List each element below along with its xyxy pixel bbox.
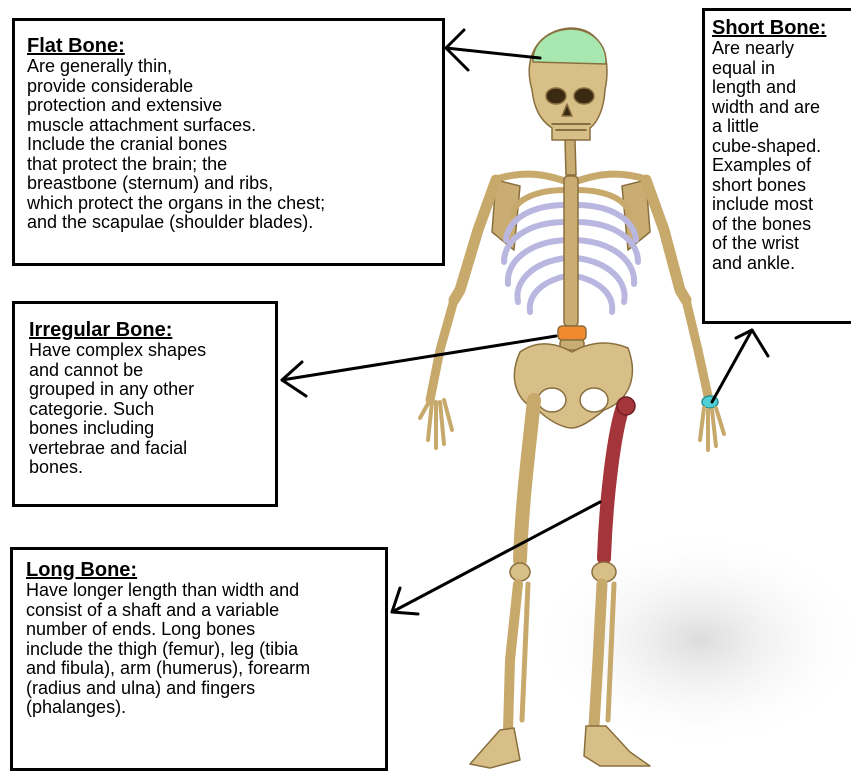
flat-bone-description: Are generally thin, provide considerable… — [27, 57, 442, 233]
left-leg — [470, 400, 534, 768]
short-bone-description: Are nearly equal in length and width and… — [712, 39, 851, 273]
left-foot — [470, 728, 520, 768]
short-bone-arrow — [712, 330, 768, 402]
long-bone-title: Long Bone: — [26, 559, 385, 581]
lumbar-vertebra-highlight — [558, 326, 586, 340]
long-bone-description: Have longer length than width and consis… — [26, 581, 385, 718]
irregular-bone-description: Have complex shapes and cannot be groupe… — [29, 341, 275, 478]
cervical-spine — [565, 140, 576, 175]
long-bone-label: Long Bone: Have longer length than width… — [10, 547, 388, 771]
skull — [529, 28, 607, 140]
short-bone-title: Short Bone: — [712, 17, 851, 39]
floor-shadow — [530, 530, 851, 750]
cranium-highlight — [533, 29, 606, 64]
femur-highlight — [604, 404, 624, 558]
flat-bone-arrow — [446, 30, 540, 70]
short-bone-label: Short Bone: Are nearly equal in length a… — [702, 8, 851, 324]
irregular-bone-label: Irregular Bone: Have complex shapes and … — [12, 301, 278, 507]
irregular-bone-title: Irregular Bone: — [29, 319, 275, 341]
flat-bone-label: Flat Bone: Are generally thin, provide c… — [12, 18, 445, 266]
flat-bone-title: Flat Bone: — [27, 35, 442, 57]
